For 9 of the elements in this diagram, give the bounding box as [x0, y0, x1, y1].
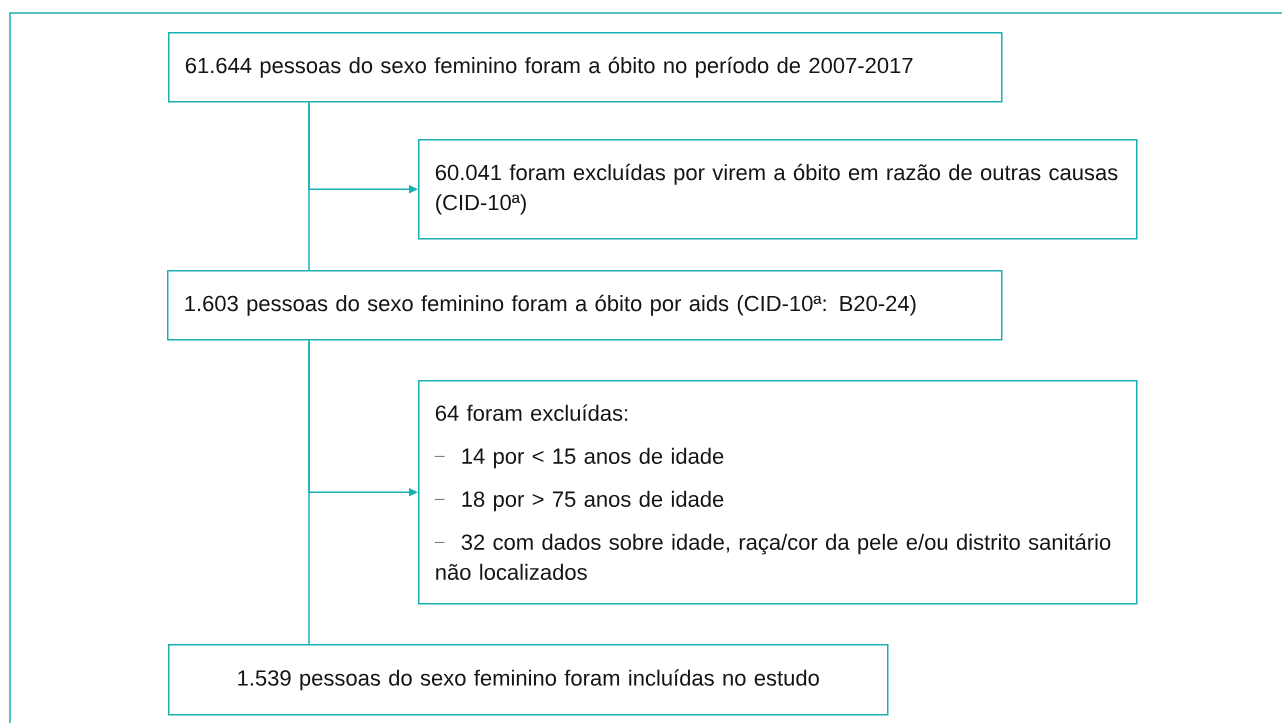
process-box: 1.603 pessoas do sexo feminino foram a óbito por aids (CID-10ª: B20-24) [167, 270, 1003, 341]
list-item: 18 por > 75 anos de idade [434, 490, 724, 512]
list-item: 14 por < 15 anos de idade [434, 447, 724, 469]
list-item: 32 com dados sobre idade, raça/cor da pele e/ou distrito sanitário não localizados [434, 533, 1111, 580]
box-heading: 64 foram excluídas: [435, 404, 628, 421]
process-box: 60.041 foram excluídas por virem a óbito em razão de outras causas (CID-10ª) [418, 139, 1138, 240]
process-box: 61.644 pessoas do sexo feminino foram a óbito no período de 2007-2017 [168, 32, 1003, 103]
process-box [418, 380, 1138, 605]
process-box: 1.539 pessoas do sexo feminino foram incluídas no estudo [168, 644, 889, 716]
